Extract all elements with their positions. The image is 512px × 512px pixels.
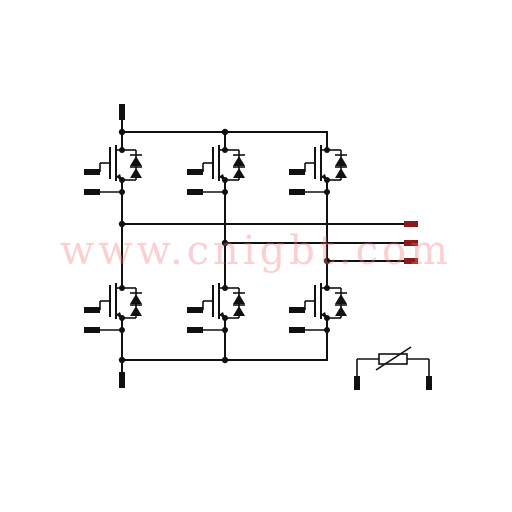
junction-dot — [222, 327, 228, 333]
junction-dot — [119, 189, 125, 195]
gate-terminal — [289, 169, 305, 175]
diode-triangle — [130, 168, 142, 178]
junction-dot — [323, 257, 331, 265]
diode-triangle — [335, 168, 347, 178]
diode-triangle — [233, 306, 245, 316]
junction-dot — [119, 327, 125, 333]
diode-triangle — [335, 306, 347, 316]
dc-minus-terminal[interactable] — [119, 372, 125, 388]
diode-hatch — [338, 159, 346, 165]
igbt-high-side-3 — [289, 133, 347, 207]
junction-dot — [222, 189, 228, 195]
gate-terminal — [289, 307, 305, 313]
diode-hatch — [338, 297, 346, 303]
phase-u-output-terminal[interactable] — [404, 221, 418, 227]
ntc-diagonal-arrow — [375, 346, 412, 371]
igbt-low-side-3 — [289, 271, 347, 345]
ntc-thermistor — [354, 346, 432, 390]
ntc-terminal-2[interactable] — [426, 376, 432, 390]
diode-triangle — [233, 168, 245, 178]
gate-terminal — [84, 307, 100, 313]
diode-hatch — [133, 159, 141, 165]
phase-w-output-terminal[interactable] — [404, 258, 418, 264]
junction-dot — [221, 239, 229, 247]
diode-hatch — [133, 297, 141, 303]
aux-emitter-terminal — [289, 327, 305, 333]
junction-dot — [118, 220, 126, 228]
aux-emitter-terminal — [84, 327, 100, 333]
ntc-terminal-1[interactable] — [354, 376, 360, 390]
igbt-low-side-1 — [84, 271, 142, 345]
phase-v-output-terminal[interactable] — [404, 240, 418, 246]
aux-emitter-terminal — [187, 327, 203, 333]
igbt-low-side-2 — [187, 271, 245, 345]
gate-terminal — [187, 307, 203, 313]
aux-emitter-terminal — [289, 189, 305, 195]
dc-plus-terminal[interactable] — [119, 104, 125, 120]
gate-terminal — [84, 169, 100, 175]
diode-triangle — [130, 306, 142, 316]
aux-emitter-terminal — [187, 189, 203, 195]
junction-dot — [324, 189, 330, 195]
diode-hatch — [236, 297, 244, 303]
gate-terminal — [187, 169, 203, 175]
igbt-high-side-2 — [187, 133, 245, 207]
igbt-high-side-1 — [84, 133, 142, 207]
aux-emitter-terminal — [84, 189, 100, 195]
diode-hatch — [236, 159, 244, 165]
junction-dot — [324, 327, 330, 333]
